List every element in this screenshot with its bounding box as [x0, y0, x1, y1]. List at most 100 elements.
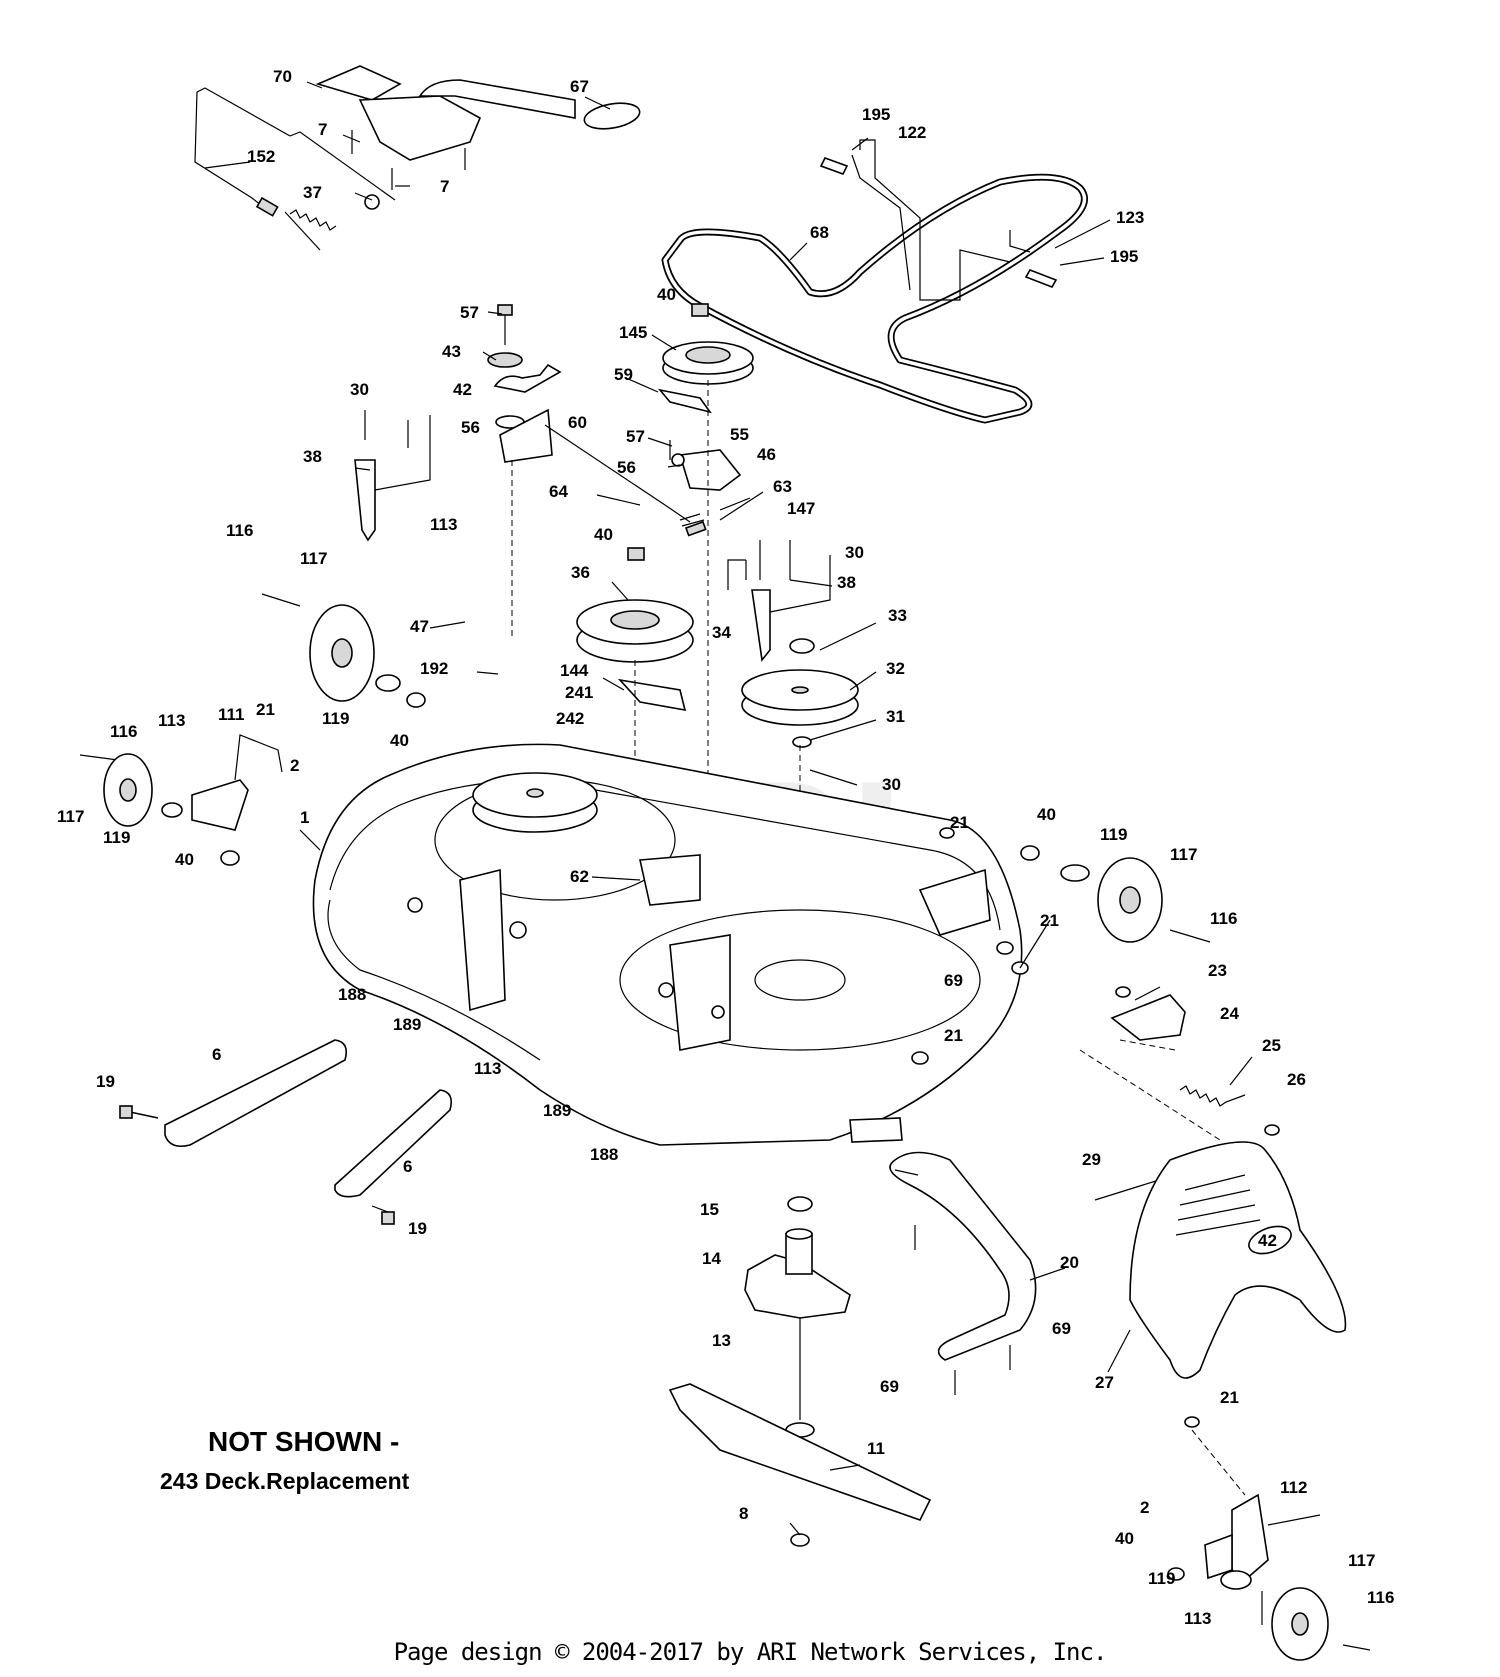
callout-31[interactable]: 31 [886, 707, 905, 726]
callout-56[interactable]: 56 [617, 458, 636, 477]
callout-55[interactable]: 55 [730, 425, 749, 444]
callout-14[interactable]: 14 [702, 1249, 721, 1268]
callout-13[interactable]: 13 [712, 1331, 731, 1350]
callout-152[interactable]: 152 [247, 147, 275, 166]
callout-117[interactable]: 117 [1348, 1551, 1375, 1570]
callout-34[interactable]: 34 [712, 623, 731, 642]
callout-8[interactable]: 8 [739, 1504, 748, 1523]
callout-192[interactable]: 192 [420, 659, 448, 678]
callout-33[interactable]: 33 [888, 606, 907, 625]
callout-46[interactable]: 46 [757, 445, 776, 464]
callout-70[interactable]: 70 [273, 67, 292, 86]
callout-122[interactable]: 122 [898, 123, 926, 142]
callout-30[interactable]: 30 [845, 543, 864, 562]
callout-40[interactable]: 40 [1115, 1529, 1134, 1548]
callout-123[interactable]: 123 [1116, 208, 1144, 227]
callout-27[interactable]: 27 [1095, 1373, 1114, 1392]
callout-63[interactable]: 63 [773, 477, 792, 496]
callout-32[interactable]: 32 [886, 659, 905, 678]
callout-144[interactable]: 144 [560, 661, 589, 680]
callout-119[interactable]: 119 [1148, 1569, 1175, 1588]
callout-111[interactable]: 111 [218, 705, 245, 724]
callout-242[interactable]: 242 [556, 709, 584, 728]
callout-67[interactable]: 67 [570, 77, 589, 96]
callout-40[interactable]: 40 [1037, 805, 1056, 824]
callout-21[interactable]: 21 [950, 813, 969, 832]
callout-19[interactable]: 19 [96, 1072, 115, 1091]
callout-15[interactable]: 15 [700, 1200, 719, 1219]
callout-189[interactable]: 189 [393, 1015, 421, 1034]
callout-40[interactable]: 40 [175, 850, 194, 869]
spindle-pulley-assembly [727, 540, 859, 880]
callout-195[interactable]: 195 [1110, 247, 1138, 266]
callout-38[interactable]: 38 [303, 447, 322, 466]
callout-59[interactable]: 59 [614, 365, 633, 384]
callout-57[interactable]: 57 [460, 303, 479, 322]
callout-21[interactable]: 21 [1220, 1388, 1239, 1407]
callout-36[interactable]: 36 [571, 563, 590, 582]
callout-21[interactable]: 21 [256, 700, 275, 719]
callout-116[interactable]: 116 [226, 521, 253, 540]
callout-2[interactable]: 2 [1140, 1498, 1149, 1517]
callout-117[interactable]: 117 [300, 549, 327, 568]
callout-62[interactable]: 62 [570, 867, 589, 886]
callout-117[interactable]: 117 [57, 807, 84, 826]
callout-38[interactable]: 38 [837, 573, 856, 592]
callout-40[interactable]: 40 [594, 525, 613, 544]
callout-26[interactable]: 26 [1287, 1070, 1306, 1089]
callout-241[interactable]: 241 [565, 683, 593, 702]
callout-47[interactable]: 47 [410, 617, 429, 636]
callout-42[interactable]: 42 [453, 380, 472, 399]
callout-119[interactable]: 119 [1100, 825, 1127, 844]
callout-24[interactable]: 24 [1220, 1004, 1239, 1023]
callout-30[interactable]: 30 [882, 775, 901, 794]
callout-40[interactable]: 40 [390, 731, 409, 750]
callout-188[interactable]: 188 [338, 985, 366, 1004]
callout-69[interactable]: 69 [944, 971, 963, 990]
callout-113[interactable]: 113 [158, 711, 185, 730]
callout-19[interactable]: 19 [408, 1219, 427, 1238]
callout-189[interactable]: 189 [543, 1101, 571, 1120]
callout-113[interactable]: 113 [474, 1059, 501, 1078]
callout-117[interactable]: 117 [1170, 845, 1197, 864]
callout-6[interactable]: 6 [403, 1157, 412, 1176]
callout-25[interactable]: 25 [1262, 1036, 1281, 1055]
callout-37[interactable]: 37 [303, 183, 322, 202]
callout-21[interactable]: 21 [944, 1026, 963, 1045]
callout-2[interactable]: 2 [290, 756, 299, 775]
stabilizer-links [119, 1039, 453, 1225]
callout-147[interactable]: 147 [787, 499, 815, 518]
callout-7[interactable]: 7 [440, 177, 449, 196]
callout-116[interactable]: 116 [110, 722, 137, 741]
callout-23[interactable]: 23 [1208, 961, 1227, 980]
callout-29[interactable]: 29 [1082, 1150, 1101, 1169]
callout-40[interactable]: 40 [657, 285, 676, 304]
callout-56[interactable]: 56 [461, 418, 480, 437]
callout-57[interactable]: 57 [626, 427, 645, 446]
callout-119[interactable]: 119 [103, 828, 130, 847]
discharge-chute-assembly: 42 [1079, 986, 1347, 1379]
callout-30[interactable]: 30 [350, 380, 369, 399]
callout-112[interactable]: 112 [1280, 1478, 1307, 1497]
callout-113[interactable]: 113 [1184, 1609, 1211, 1628]
callout-1[interactable]: 1 [300, 808, 309, 827]
callout-20[interactable]: 20 [1060, 1253, 1079, 1272]
callout-195[interactable]: 195 [862, 105, 890, 124]
callout-113[interactable]: 113 [430, 515, 457, 534]
callout-21[interactable]: 21 [1040, 911, 1059, 930]
callout-116[interactable]: 116 [1367, 1588, 1394, 1607]
callout-6[interactable]: 6 [212, 1045, 221, 1064]
callout-188[interactable]: 188 [590, 1145, 618, 1164]
callout-7[interactable]: 7 [318, 120, 327, 139]
callout-11[interactable]: 11 [867, 1439, 885, 1458]
callout-68[interactable]: 68 [810, 223, 829, 242]
callout-64[interactable]: 64 [549, 482, 568, 501]
callout-60[interactable]: 60 [568, 413, 587, 432]
callout-43[interactable]: 43 [442, 342, 461, 361]
callout-69[interactable]: 69 [1052, 1319, 1071, 1338]
callout-119[interactable]: 119 [322, 709, 349, 728]
callout-116[interactable]: 116 [1210, 909, 1237, 928]
callout-69[interactable]: 69 [880, 1377, 899, 1396]
callout-145[interactable]: 145 [619, 323, 647, 342]
